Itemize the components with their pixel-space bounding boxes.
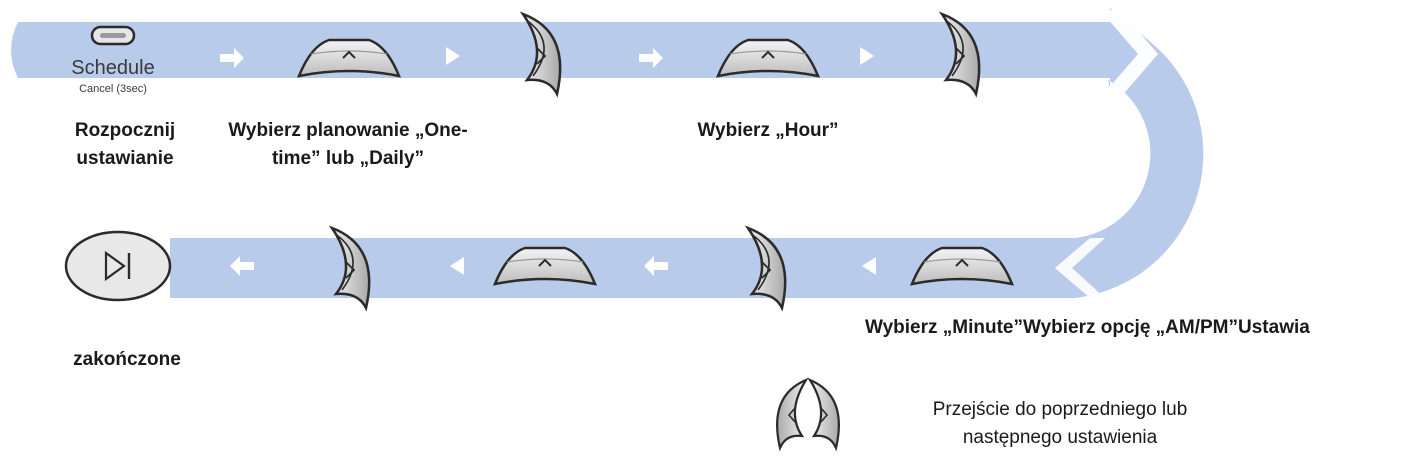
step-start-label: Rozpocznij ustawianie [74, 120, 176, 169]
legend-text: Przejście do poprzedniego lub następnego… [932, 399, 1188, 448]
flow-band-inner-chevron [1055, 238, 1105, 298]
triangle-icon [450, 257, 464, 275]
arrow-icon [644, 256, 668, 276]
side-prev-icon [776, 377, 809, 452]
play-skip-icon[interactable] [64, 230, 172, 302]
arrow-icon [220, 48, 244, 68]
knob-up-icon[interactable] [715, 38, 821, 78]
schedule-button-label: Schedule [71, 57, 154, 79]
step-select-minute-label: Wybierz „Minute” [865, 317, 1023, 338]
arrow-icon [639, 48, 663, 68]
triangle-icon [446, 47, 460, 65]
schedule-button-sublabel: Cancel (3sec) [79, 83, 147, 95]
step-finished-label: zakończone [73, 349, 181, 370]
prev-next-icon [776, 377, 840, 452]
step-select-schedule-label: Wybierz planowanie „One- time” lub „Dail… [228, 120, 468, 169]
knob-up-icon[interactable] [296, 38, 402, 78]
step-select-hour-label: Wybierz „Hour” [697, 120, 839, 141]
arrow-icon [230, 256, 254, 276]
flow-band-chevron [1100, 10, 1158, 98]
side-next-icon[interactable] [744, 225, 787, 312]
knob-up-icon[interactable] [492, 246, 598, 286]
side-next-icon[interactable] [938, 11, 981, 98]
step-bottom-labels: Wybierz „Minute”Wybierz opcję „AM/PM”Ust… [865, 314, 1407, 342]
step-set-label: Ustawia [1238, 317, 1310, 338]
triangle-icon [862, 257, 876, 275]
schedule-button[interactable] [90, 25, 136, 46]
knob-up-icon[interactable] [909, 246, 1015, 286]
triangle-icon [860, 47, 874, 65]
side-next-icon[interactable] [328, 225, 371, 312]
side-next-icon [807, 377, 840, 452]
side-next-icon[interactable] [519, 11, 562, 98]
step-select-ampm-label: Wybierz opcję „AM/PM” [1023, 317, 1239, 338]
